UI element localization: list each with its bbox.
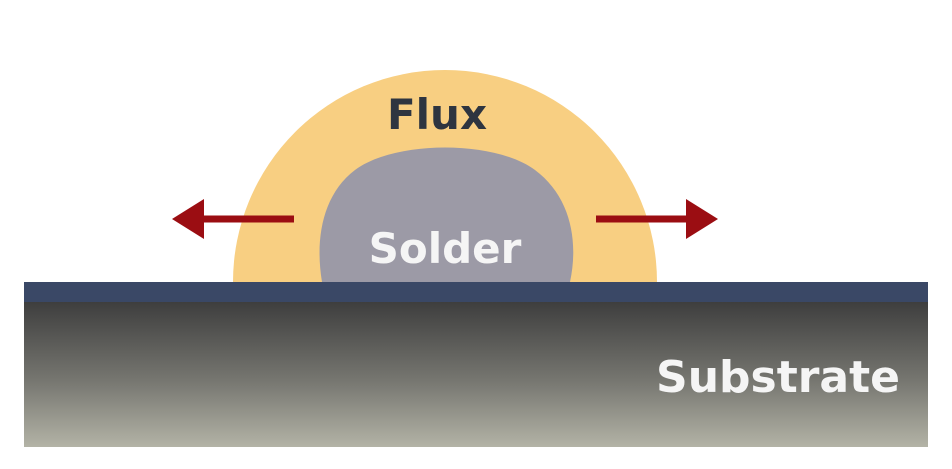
solder-label: Solder xyxy=(369,224,522,273)
solder-dome xyxy=(319,147,574,282)
arrow-right-icon xyxy=(596,199,718,239)
flux-label: Flux xyxy=(387,90,487,139)
substrate-surface-layer xyxy=(24,282,928,302)
arrow-left-icon xyxy=(172,199,294,239)
substrate-block xyxy=(24,302,928,447)
substrate-label: Substrate xyxy=(656,352,900,403)
